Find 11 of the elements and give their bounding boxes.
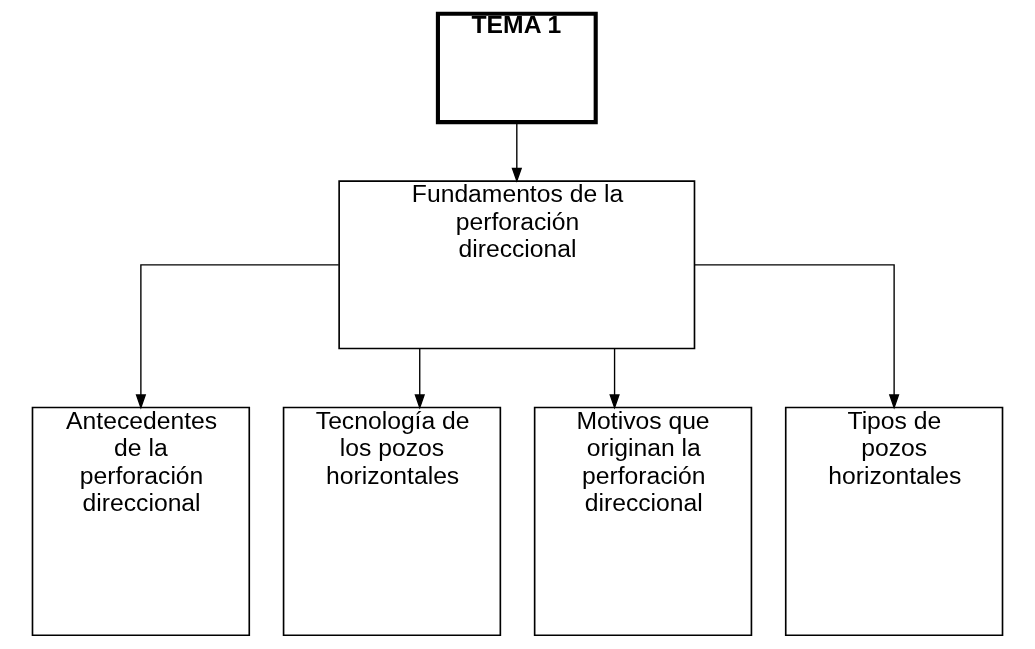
node-box: Fundamentos de la perforación direccional bbox=[338, 180, 696, 350]
arrow bbox=[609, 348, 620, 410]
arrow bbox=[135, 264, 340, 410]
node-box: Antecedentes de la perforación direccional bbox=[31, 406, 251, 637]
node-box: Tecnología de los pozos horizontales bbox=[282, 406, 502, 637]
node-box: Motivos que originan la perforación direccional bbox=[533, 406, 753, 637]
arrow bbox=[414, 348, 426, 410]
node-box: TEMA 1 bbox=[435, 11, 598, 125]
arrow bbox=[511, 121, 523, 183]
arrow bbox=[694, 264, 900, 410]
node-box: Tipos de pozos horizontales bbox=[784, 406, 1004, 637]
